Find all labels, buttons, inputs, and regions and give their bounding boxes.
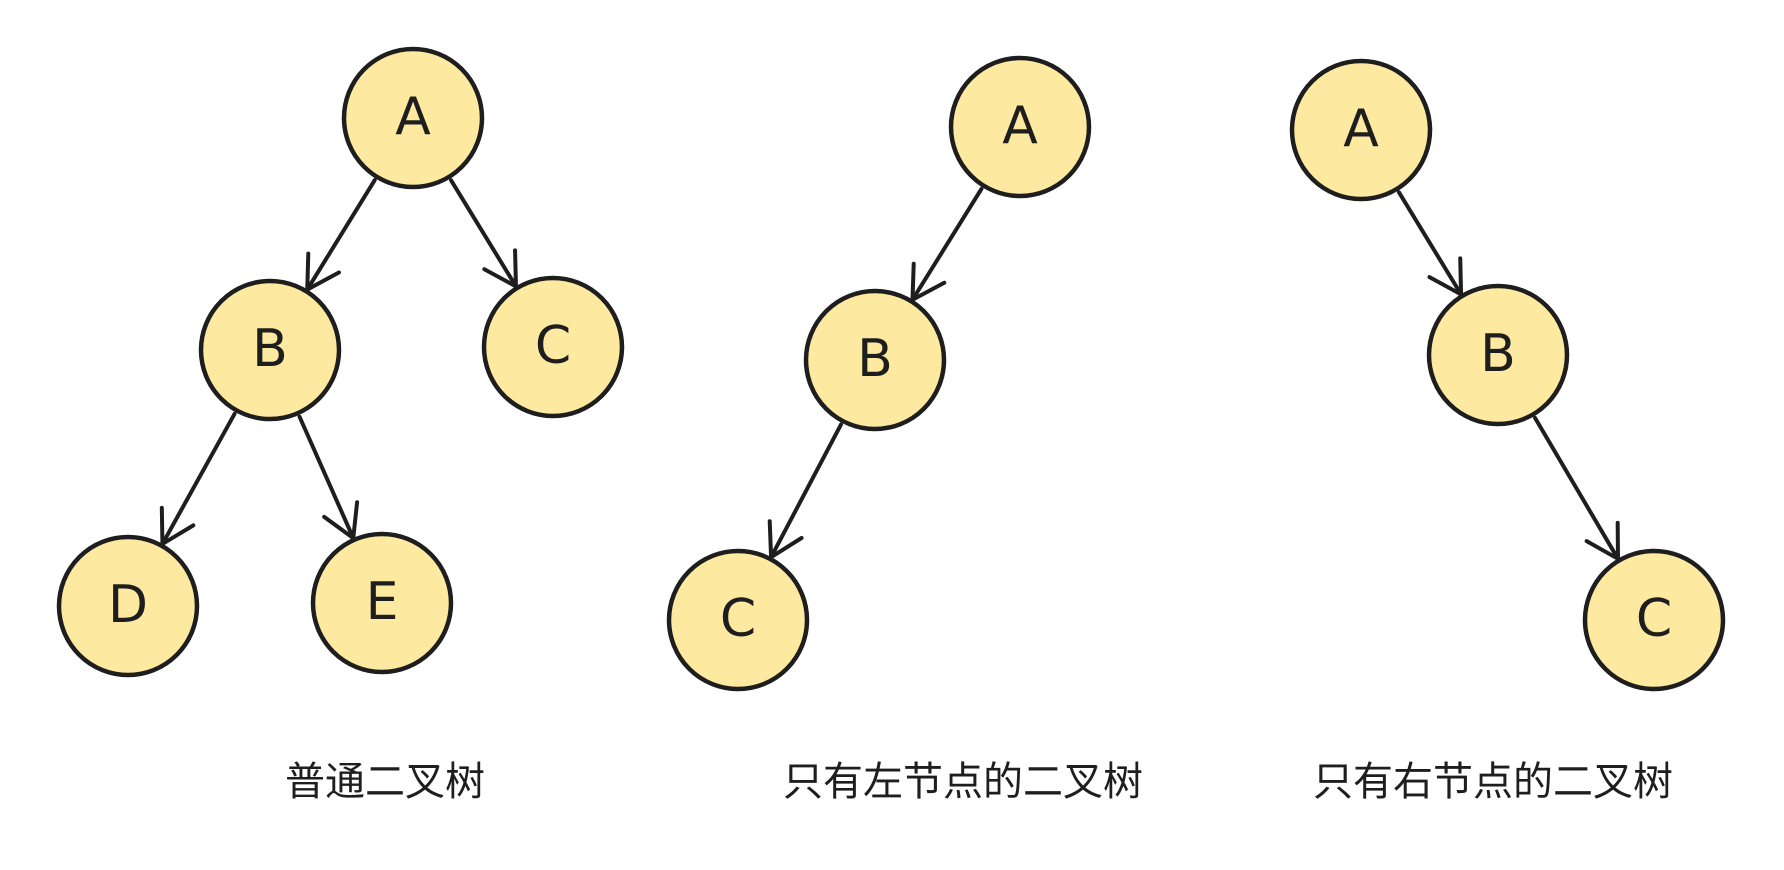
node-normal-a: A xyxy=(341,46,485,190)
edge-right-only-a-b xyxy=(1396,190,1464,297)
node-circle xyxy=(341,46,485,190)
node-circle xyxy=(198,278,342,422)
node-normal-d: D xyxy=(56,534,200,678)
node-label: C xyxy=(535,316,571,376)
node-label: A xyxy=(1343,99,1379,159)
edge-line xyxy=(160,411,237,546)
node-circle xyxy=(1289,58,1433,202)
node-label: B xyxy=(1480,324,1516,384)
node-label: A xyxy=(395,87,431,147)
caption-normal-tree: 普通二叉树 xyxy=(285,759,485,805)
node-circle xyxy=(310,531,454,675)
edge-normal-a-b xyxy=(305,178,377,292)
edge-line xyxy=(1396,190,1464,297)
node-label: C xyxy=(720,589,756,649)
captions-layer: 普通二叉树 只有左节点的二叉树 只有右节点的二叉树 xyxy=(285,759,1673,805)
node-right-only-b: B xyxy=(1426,283,1570,427)
node-normal-c: C xyxy=(481,275,625,419)
node-circle xyxy=(56,534,200,678)
node-circle xyxy=(481,275,625,419)
node-label: A xyxy=(1002,96,1038,156)
node-circle xyxy=(1582,548,1726,692)
node-circle xyxy=(666,548,810,692)
edge-normal-b-d xyxy=(159,411,237,546)
node-normal-b: B xyxy=(198,278,342,422)
node-normal-e: E xyxy=(310,531,454,675)
caption-right-only-tree: 只有右节点的二叉树 xyxy=(1313,759,1673,805)
node-label: B xyxy=(252,319,288,379)
edge-line xyxy=(297,414,356,541)
edge-line xyxy=(305,178,377,292)
edge-right-only-b-c xyxy=(1533,415,1620,561)
node-left-only-a: A xyxy=(948,55,1092,199)
edge-normal-a-c xyxy=(449,178,518,289)
node-circle xyxy=(1426,283,1570,427)
edge-left-only-a-b xyxy=(910,186,984,302)
caption-left-only-tree: 只有左节点的二叉树 xyxy=(783,759,1143,805)
node-right-only-a: A xyxy=(1289,58,1433,202)
edge-line xyxy=(769,422,843,560)
node-label: B xyxy=(857,329,893,389)
node-label: D xyxy=(108,575,148,635)
node-label: C xyxy=(1636,589,1672,649)
node-label: E xyxy=(366,572,399,632)
node-left-only-b: B xyxy=(803,288,947,432)
edge-normal-b-e xyxy=(297,414,360,541)
node-circle xyxy=(948,55,1092,199)
node-right-only-c: C xyxy=(1582,548,1726,692)
edge-line xyxy=(449,178,518,289)
edge-left-only-b-c xyxy=(767,422,843,560)
node-circle xyxy=(803,288,947,432)
edge-line xyxy=(1533,415,1620,561)
edge-line xyxy=(910,186,984,302)
node-left-only-c: C xyxy=(666,548,810,692)
nodes-layer: A B C D E A B C A B C xyxy=(56,46,1726,692)
